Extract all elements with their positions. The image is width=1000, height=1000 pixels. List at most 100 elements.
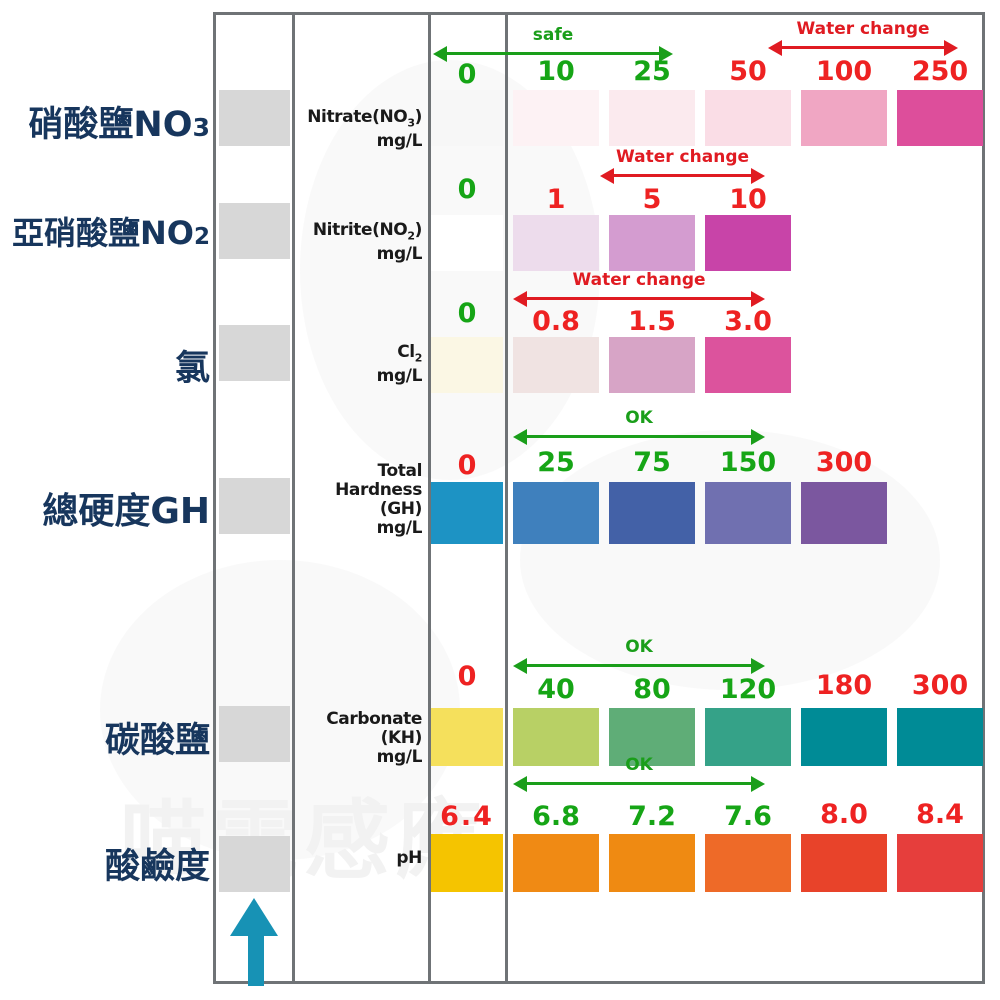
- tick-carbonate-3: 120: [719, 674, 777, 705]
- range-arrow-right: [751, 291, 765, 307]
- tick-hardness-1: 25: [537, 447, 575, 478]
- column-divider-3: [505, 12, 508, 984]
- range-indicator-waterchange-chlorine: Water change: [513, 272, 765, 307]
- tick-carbonate-2: 80: [633, 674, 671, 705]
- range-label: OK: [625, 755, 653, 775]
- category-label-nitrate: 硝酸鹽NO3: [28, 96, 210, 147]
- tick-ph-2: 7.2: [628, 801, 676, 832]
- range-indicator-waterchange-nitrite: Water change: [600, 149, 765, 184]
- row-label-ph: pH: [296, 849, 422, 868]
- range-arrow-right: [751, 429, 765, 445]
- category-label-text: 碳酸鹽: [104, 721, 210, 761]
- tick-ph-4: 8.0: [820, 799, 868, 830]
- row-label-name: pH: [396, 848, 422, 868]
- range-indicator-ok-hardness: OK: [513, 410, 765, 445]
- row-label-subscript: 3: [407, 116, 415, 130]
- range-label: Water change: [796, 19, 930, 39]
- tick-nitrate-1: 10: [537, 56, 575, 87]
- range-bar: [523, 297, 755, 300]
- row-label-name: Nitrite(NO: [312, 220, 408, 240]
- swatch-chlorine-0: [431, 337, 503, 393]
- swatch-ph-5: [897, 834, 983, 892]
- strip-pad: [219, 478, 290, 534]
- swatch-nitrate-3: [705, 90, 791, 146]
- range-bar: [523, 782, 755, 785]
- tick-ph-5: 8.4: [916, 799, 964, 830]
- strip-pad: [219, 706, 290, 762]
- range-label: OK: [625, 637, 653, 657]
- tick-carbonate-0: 0: [457, 661, 477, 692]
- swatch-carbonate-3: [705, 708, 791, 766]
- strip-pad: [219, 90, 290, 146]
- range-indicator-waterchange-nitrate: Water change: [768, 21, 958, 56]
- swatch-carbonate-5: [897, 708, 983, 766]
- swatch-nitrate-2: [609, 90, 695, 146]
- row-label-hardness: Total Hardness (GH) mg/L: [296, 462, 422, 538]
- tick-hardness-4: 300: [815, 447, 873, 478]
- row-label-subscript: 2: [407, 229, 415, 243]
- swatch-carbonate-2: [609, 708, 695, 766]
- row-label-unit: mg/L: [376, 518, 423, 538]
- swatch-hardness-2: [609, 482, 695, 544]
- tick-ph-3: 7.6: [724, 801, 772, 832]
- range-label: Water change: [572, 270, 706, 290]
- swatch-ph-1: [513, 834, 599, 892]
- strip-pad: [219, 836, 290, 892]
- range-label: OK: [625, 408, 653, 428]
- swatch-ph-2: [609, 834, 695, 892]
- category-label-nitrite: 亞硝酸鹽NO2: [12, 208, 210, 254]
- swatch-carbonate-0: [431, 708, 503, 766]
- swatch-nitrate-4: [801, 90, 887, 146]
- range-bar: [443, 52, 663, 55]
- chart-frame: [213, 12, 985, 984]
- tick-nitrite-2: 5: [642, 184, 662, 215]
- tick-nitrate-2: 25: [633, 56, 671, 87]
- range-bar: [523, 664, 755, 667]
- category-label-text: 總硬度GH: [42, 491, 210, 532]
- swatch-nitrite-1: [513, 215, 599, 271]
- row-label-nitrate: Nitrate(NO3) mg/L: [296, 108, 422, 151]
- tick-carbonate-5: 300: [911, 670, 969, 701]
- category-label-subscript: 3: [192, 113, 210, 142]
- range-arrow-left: [768, 40, 782, 56]
- swatch-nitrate-5: [897, 90, 983, 146]
- tick-nitrate-0: 0: [457, 59, 477, 90]
- swatch-hardness-1: [513, 482, 599, 544]
- swatch-ph-3: [705, 834, 791, 892]
- strip-pad: [219, 325, 290, 381]
- tick-ph-1: 6.8: [532, 801, 580, 832]
- column-divider-2: [428, 12, 431, 984]
- swatch-nitrite-3: [705, 215, 791, 271]
- category-label-text: 硝酸鹽NO: [28, 105, 193, 145]
- row-label-unit: mg/L: [376, 747, 423, 767]
- swatch-chlorine-3: [705, 337, 791, 393]
- range-arrow-right: [751, 658, 765, 674]
- range-label: Water change: [615, 147, 750, 167]
- range-indicator-ok-ph: OK: [513, 757, 765, 792]
- swatch-nitrate-1: [513, 90, 599, 146]
- row-label-subscript: 2: [414, 351, 423, 365]
- row-label-unit: mg/L: [376, 131, 423, 152]
- row-label-unit: mg/L: [376, 244, 423, 265]
- range-arrow-right: [944, 40, 958, 56]
- range-arrow-left: [433, 46, 447, 62]
- category-label-ph: 酸鹼度: [105, 838, 210, 889]
- tick-nitrate-4: 100: [815, 56, 873, 87]
- swatch-hardness-3: [705, 482, 791, 544]
- range-arrow-left: [513, 429, 527, 445]
- row-label-tail: ): [414, 107, 423, 127]
- swatch-nitrite-2: [609, 215, 695, 271]
- swatch-chlorine-1: [513, 337, 599, 393]
- row-label-tail: ): [414, 220, 423, 240]
- row-label-name: Carbonate (KH): [326, 709, 422, 748]
- swatch-carbonate-4: [801, 708, 887, 766]
- range-indicator-ok-carbonate: OK: [513, 639, 765, 674]
- row-label-carbonate: Carbonate (KH) mg/L: [296, 710, 422, 767]
- strip-pad: [219, 203, 290, 259]
- swatch-hardness-0: [431, 482, 503, 544]
- swatch-ph-0: [431, 834, 503, 892]
- tick-chlorine-1: 0.8: [532, 306, 580, 337]
- tick-nitrite-0: 0: [457, 174, 477, 205]
- range-bar: [523, 435, 755, 438]
